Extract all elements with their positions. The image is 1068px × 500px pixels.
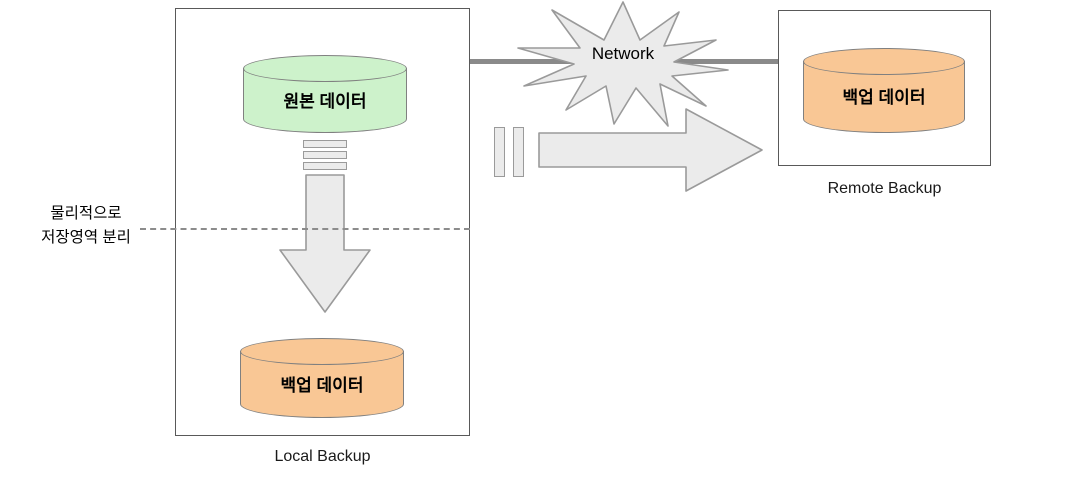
stack-bar xyxy=(303,162,347,170)
down-arrow-icon xyxy=(279,174,371,313)
cylinder-top xyxy=(243,55,407,82)
right-arrow-icon xyxy=(538,108,763,192)
network-starburst-icon xyxy=(517,1,729,127)
network-label: Network xyxy=(591,44,655,63)
backup-data-label-local: 백업 데이터 xyxy=(280,375,364,395)
stack-bar xyxy=(303,151,347,159)
separation-note: 물리적으로 저장영역 분리 xyxy=(22,202,150,250)
backup-data-label-remote: 백업 데이터 xyxy=(842,88,926,107)
cylinder-top xyxy=(803,48,965,75)
source-data-label: 원본 데이터 xyxy=(283,91,367,111)
stack-bar xyxy=(303,140,347,148)
local-backup-caption: Local Backup xyxy=(274,448,371,465)
backup-data-cylinder-remote: 백업 데이터 xyxy=(803,48,965,133)
transfer-bar xyxy=(513,127,524,177)
backup-data-cylinder-local: 백업 데이터 xyxy=(240,338,404,418)
separation-note-line2: 저장영역 분리 xyxy=(41,229,131,246)
cylinder-top xyxy=(240,338,404,365)
remote-backup-caption: Remote Backup xyxy=(827,180,942,197)
source-data-cylinder: 원본 데이터 xyxy=(243,55,407,133)
separation-note-line1: 물리적으로 xyxy=(50,205,122,222)
physical-separation-dashed-line xyxy=(140,228,470,230)
transfer-bar xyxy=(494,127,505,177)
